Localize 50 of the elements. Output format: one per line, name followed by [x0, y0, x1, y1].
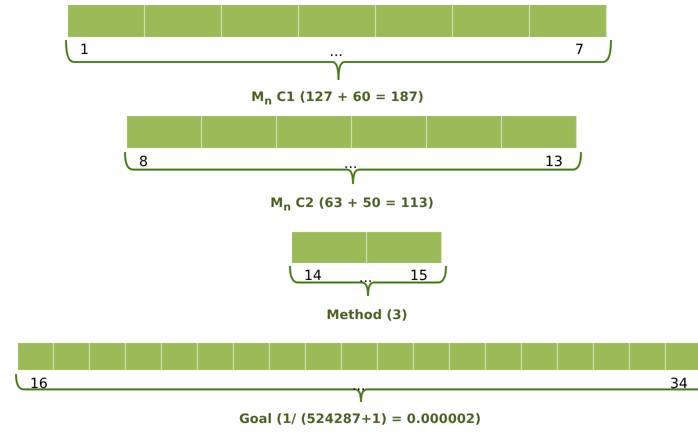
array-cell: [376, 5, 453, 37]
array-cell: [277, 116, 352, 148]
array-cell: [367, 232, 442, 263]
index-number: 1: [80, 42, 89, 58]
array-cell: [198, 343, 234, 370]
array-cell: [126, 343, 162, 370]
array-cell: [299, 5, 376, 37]
group-caption: Method (3): [326, 308, 408, 323]
array-cell: [378, 343, 414, 370]
ellipsis: ...: [352, 378, 366, 394]
index-number: 16: [30, 376, 48, 392]
array-cell: [530, 5, 607, 37]
ellipsis: ...: [330, 44, 343, 60]
array-cell: [90, 343, 126, 370]
index-number: 34: [670, 376, 688, 392]
index-number: 8: [139, 154, 148, 170]
array-cell: [162, 343, 198, 370]
array-cell: [414, 343, 450, 370]
array-cell: [522, 343, 558, 370]
array-cell: [222, 5, 299, 37]
array-cell: [352, 116, 427, 148]
array-cell: [453, 5, 530, 37]
group-caption: M$_{n}$ C2 (63 + 50 = 113): [270, 196, 434, 214]
array-cell: [342, 343, 378, 370]
array-cell: [594, 343, 630, 370]
array-cell: [486, 343, 522, 370]
ellipsis: ...: [344, 156, 358, 172]
group-caption: M$_{n}$ C1 (127 + 60 = 187): [251, 90, 424, 108]
array-cell: [666, 343, 698, 370]
group-caption: Goal (1/ (524287+1) = 0.000002): [239, 412, 481, 427]
array-cell: [306, 343, 342, 370]
array-cell: [502, 116, 577, 148]
array-cell: [270, 343, 306, 370]
array-cell: [292, 232, 367, 263]
ellipsis: ...: [359, 270, 372, 286]
array-cell: [54, 343, 90, 370]
array-cell: [18, 343, 54, 370]
array-cell: [450, 343, 486, 370]
index-number: 15: [410, 268, 428, 284]
array-cell: [427, 116, 502, 148]
array-cell: [145, 5, 222, 37]
array-cell: [202, 116, 277, 148]
index-number: 14: [304, 268, 322, 284]
array-cell: [234, 343, 270, 370]
array-cell: [630, 343, 666, 370]
index-number: 13: [545, 154, 563, 170]
index-number: 7: [575, 42, 584, 58]
array-cell: [68, 5, 145, 37]
array-cell: [127, 116, 202, 148]
array-cell: [558, 343, 594, 370]
